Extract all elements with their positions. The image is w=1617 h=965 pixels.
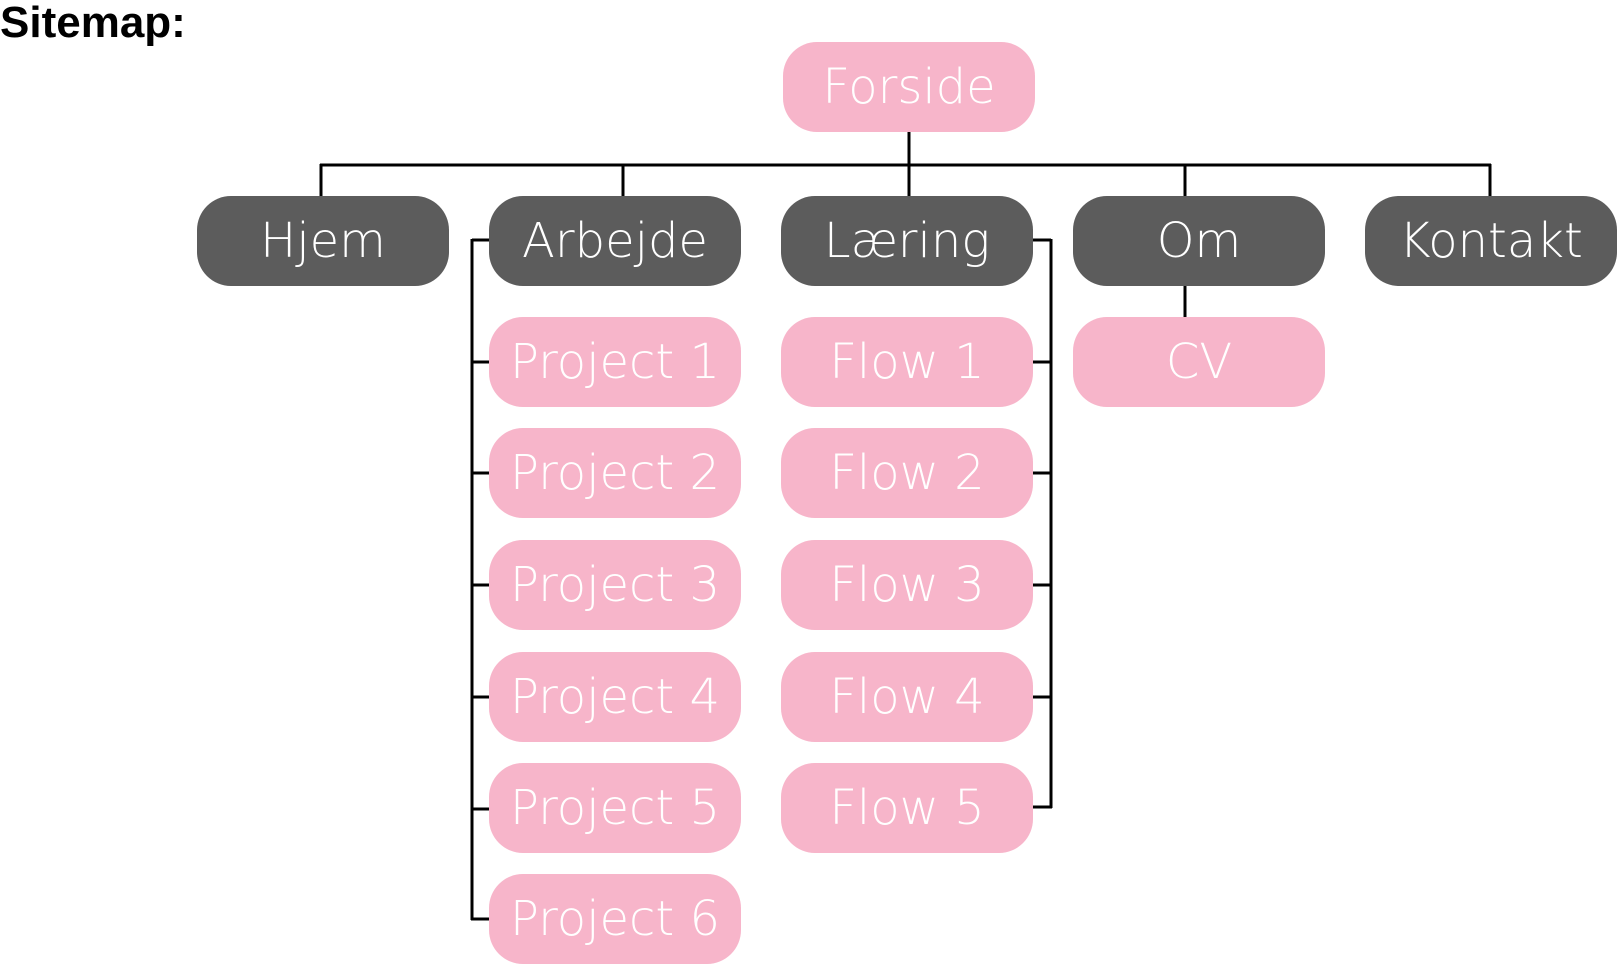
node-label: Flow 2 xyxy=(829,445,985,501)
node-label: Project 1 xyxy=(509,334,721,390)
node-label: Flow 5 xyxy=(829,780,985,836)
node-label: Om xyxy=(1156,213,1242,269)
node-label: Arbejde xyxy=(522,213,708,269)
section-node-arbejde[interactable]: Arbejde xyxy=(489,196,741,286)
page-node-flow-2[interactable]: Flow 2 xyxy=(781,428,1033,518)
node-label: Project 2 xyxy=(509,445,721,501)
section-node-kontakt[interactable]: Kontakt xyxy=(1365,196,1617,286)
page-node-project-4[interactable]: Project 4 xyxy=(489,652,741,742)
page-node-project-2[interactable]: Project 2 xyxy=(489,428,741,518)
page-title: Sitemap: xyxy=(0,0,186,47)
section-node-hjem[interactable]: Hjem xyxy=(197,196,449,286)
page-node-flow-5[interactable]: Flow 5 xyxy=(781,763,1033,853)
node-label: Project 6 xyxy=(509,891,721,947)
page-node-project-1[interactable]: Project 1 xyxy=(489,317,741,407)
node-label: Forside xyxy=(822,59,996,115)
page-node-flow-1[interactable]: Flow 1 xyxy=(781,317,1033,407)
node-label: Kontakt xyxy=(1399,213,1583,269)
page-node-cv[interactable]: CV xyxy=(1073,317,1325,407)
node-label: Flow 4 xyxy=(829,669,985,725)
node-label: Project 4 xyxy=(509,669,721,725)
node-label: Project 3 xyxy=(509,557,721,613)
node-label: CV xyxy=(1165,334,1233,390)
node-label: Flow 3 xyxy=(829,557,985,613)
node-label: Hjem xyxy=(260,213,386,269)
node-label: Project 5 xyxy=(509,780,721,836)
node-label: Læring xyxy=(823,213,991,269)
section-node-om[interactable]: Om xyxy=(1073,196,1325,286)
page-node-project-5[interactable]: Project 5 xyxy=(489,763,741,853)
page-node-flow-4[interactable]: Flow 4 xyxy=(781,652,1033,742)
node-label: Flow 1 xyxy=(829,334,985,390)
page-node-project-6[interactable]: Project 6 xyxy=(489,874,741,964)
root-node-forside[interactable]: Forside xyxy=(783,42,1035,132)
section-node-laering[interactable]: Læring xyxy=(781,196,1033,286)
page-node-flow-3[interactable]: Flow 3 xyxy=(781,540,1033,630)
page-node-project-3[interactable]: Project 3 xyxy=(489,540,741,630)
